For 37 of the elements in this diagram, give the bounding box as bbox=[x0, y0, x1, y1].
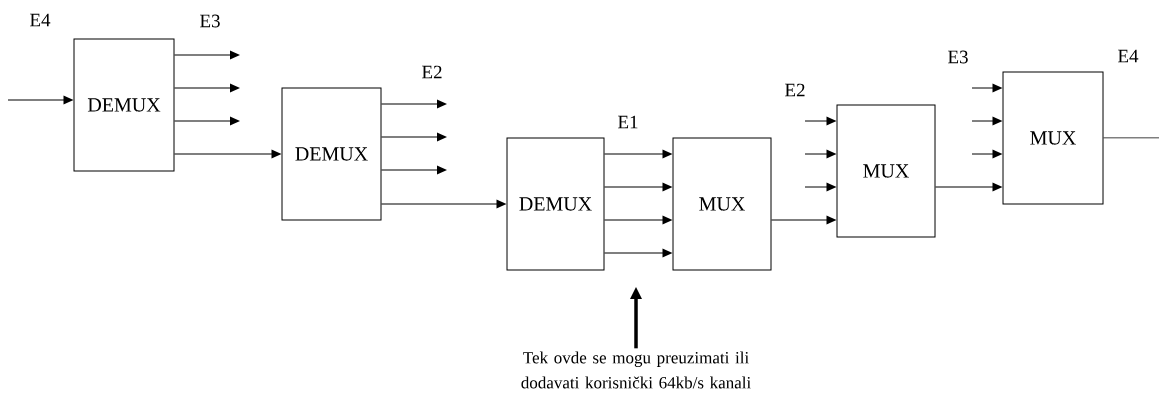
block-box: DEMUX bbox=[281, 87, 382, 221]
arrow bbox=[604, 149, 673, 159]
arrow bbox=[804, 182, 837, 192]
signal-label: E2 bbox=[422, 65, 442, 79]
connector-line bbox=[1103, 137, 1159, 139]
arrow bbox=[381, 199, 507, 209]
signal-label: E4 bbox=[30, 13, 51, 27]
arrow bbox=[804, 149, 837, 159]
arrow bbox=[604, 182, 673, 192]
block-box: DEMUX bbox=[73, 38, 175, 172]
arrow bbox=[174, 50, 240, 60]
block-box: MUX bbox=[836, 104, 936, 238]
arrow bbox=[971, 83, 1003, 93]
arrow bbox=[630, 287, 642, 349]
signal-label: E3 bbox=[948, 50, 968, 64]
block-box: DEMUX bbox=[506, 137, 605, 271]
signal-label: E3 bbox=[200, 14, 220, 28]
signal-label: E2 bbox=[785, 83, 805, 97]
arrow bbox=[604, 248, 673, 258]
arrow bbox=[381, 99, 447, 109]
arrow bbox=[971, 116, 1003, 126]
arrow bbox=[604, 215, 673, 225]
arrow bbox=[771, 215, 837, 225]
arrow bbox=[174, 83, 240, 93]
note-text: Tek ovde se mogu preuzimati ili dodavati korisnički 64kb/s kanali bbox=[521, 351, 751, 389]
signal-label: E1 bbox=[618, 115, 638, 129]
arrow bbox=[174, 116, 240, 126]
arrow bbox=[381, 165, 447, 175]
arrow bbox=[7, 95, 74, 105]
block-box: MUX bbox=[672, 137, 772, 271]
arrow bbox=[381, 132, 447, 142]
arrow bbox=[935, 182, 1003, 192]
arrow bbox=[174, 149, 282, 159]
arrow bbox=[971, 149, 1003, 159]
block-box: MUX bbox=[1002, 71, 1104, 205]
signal-label: E4 bbox=[1118, 49, 1139, 63]
arrow bbox=[804, 116, 837, 126]
